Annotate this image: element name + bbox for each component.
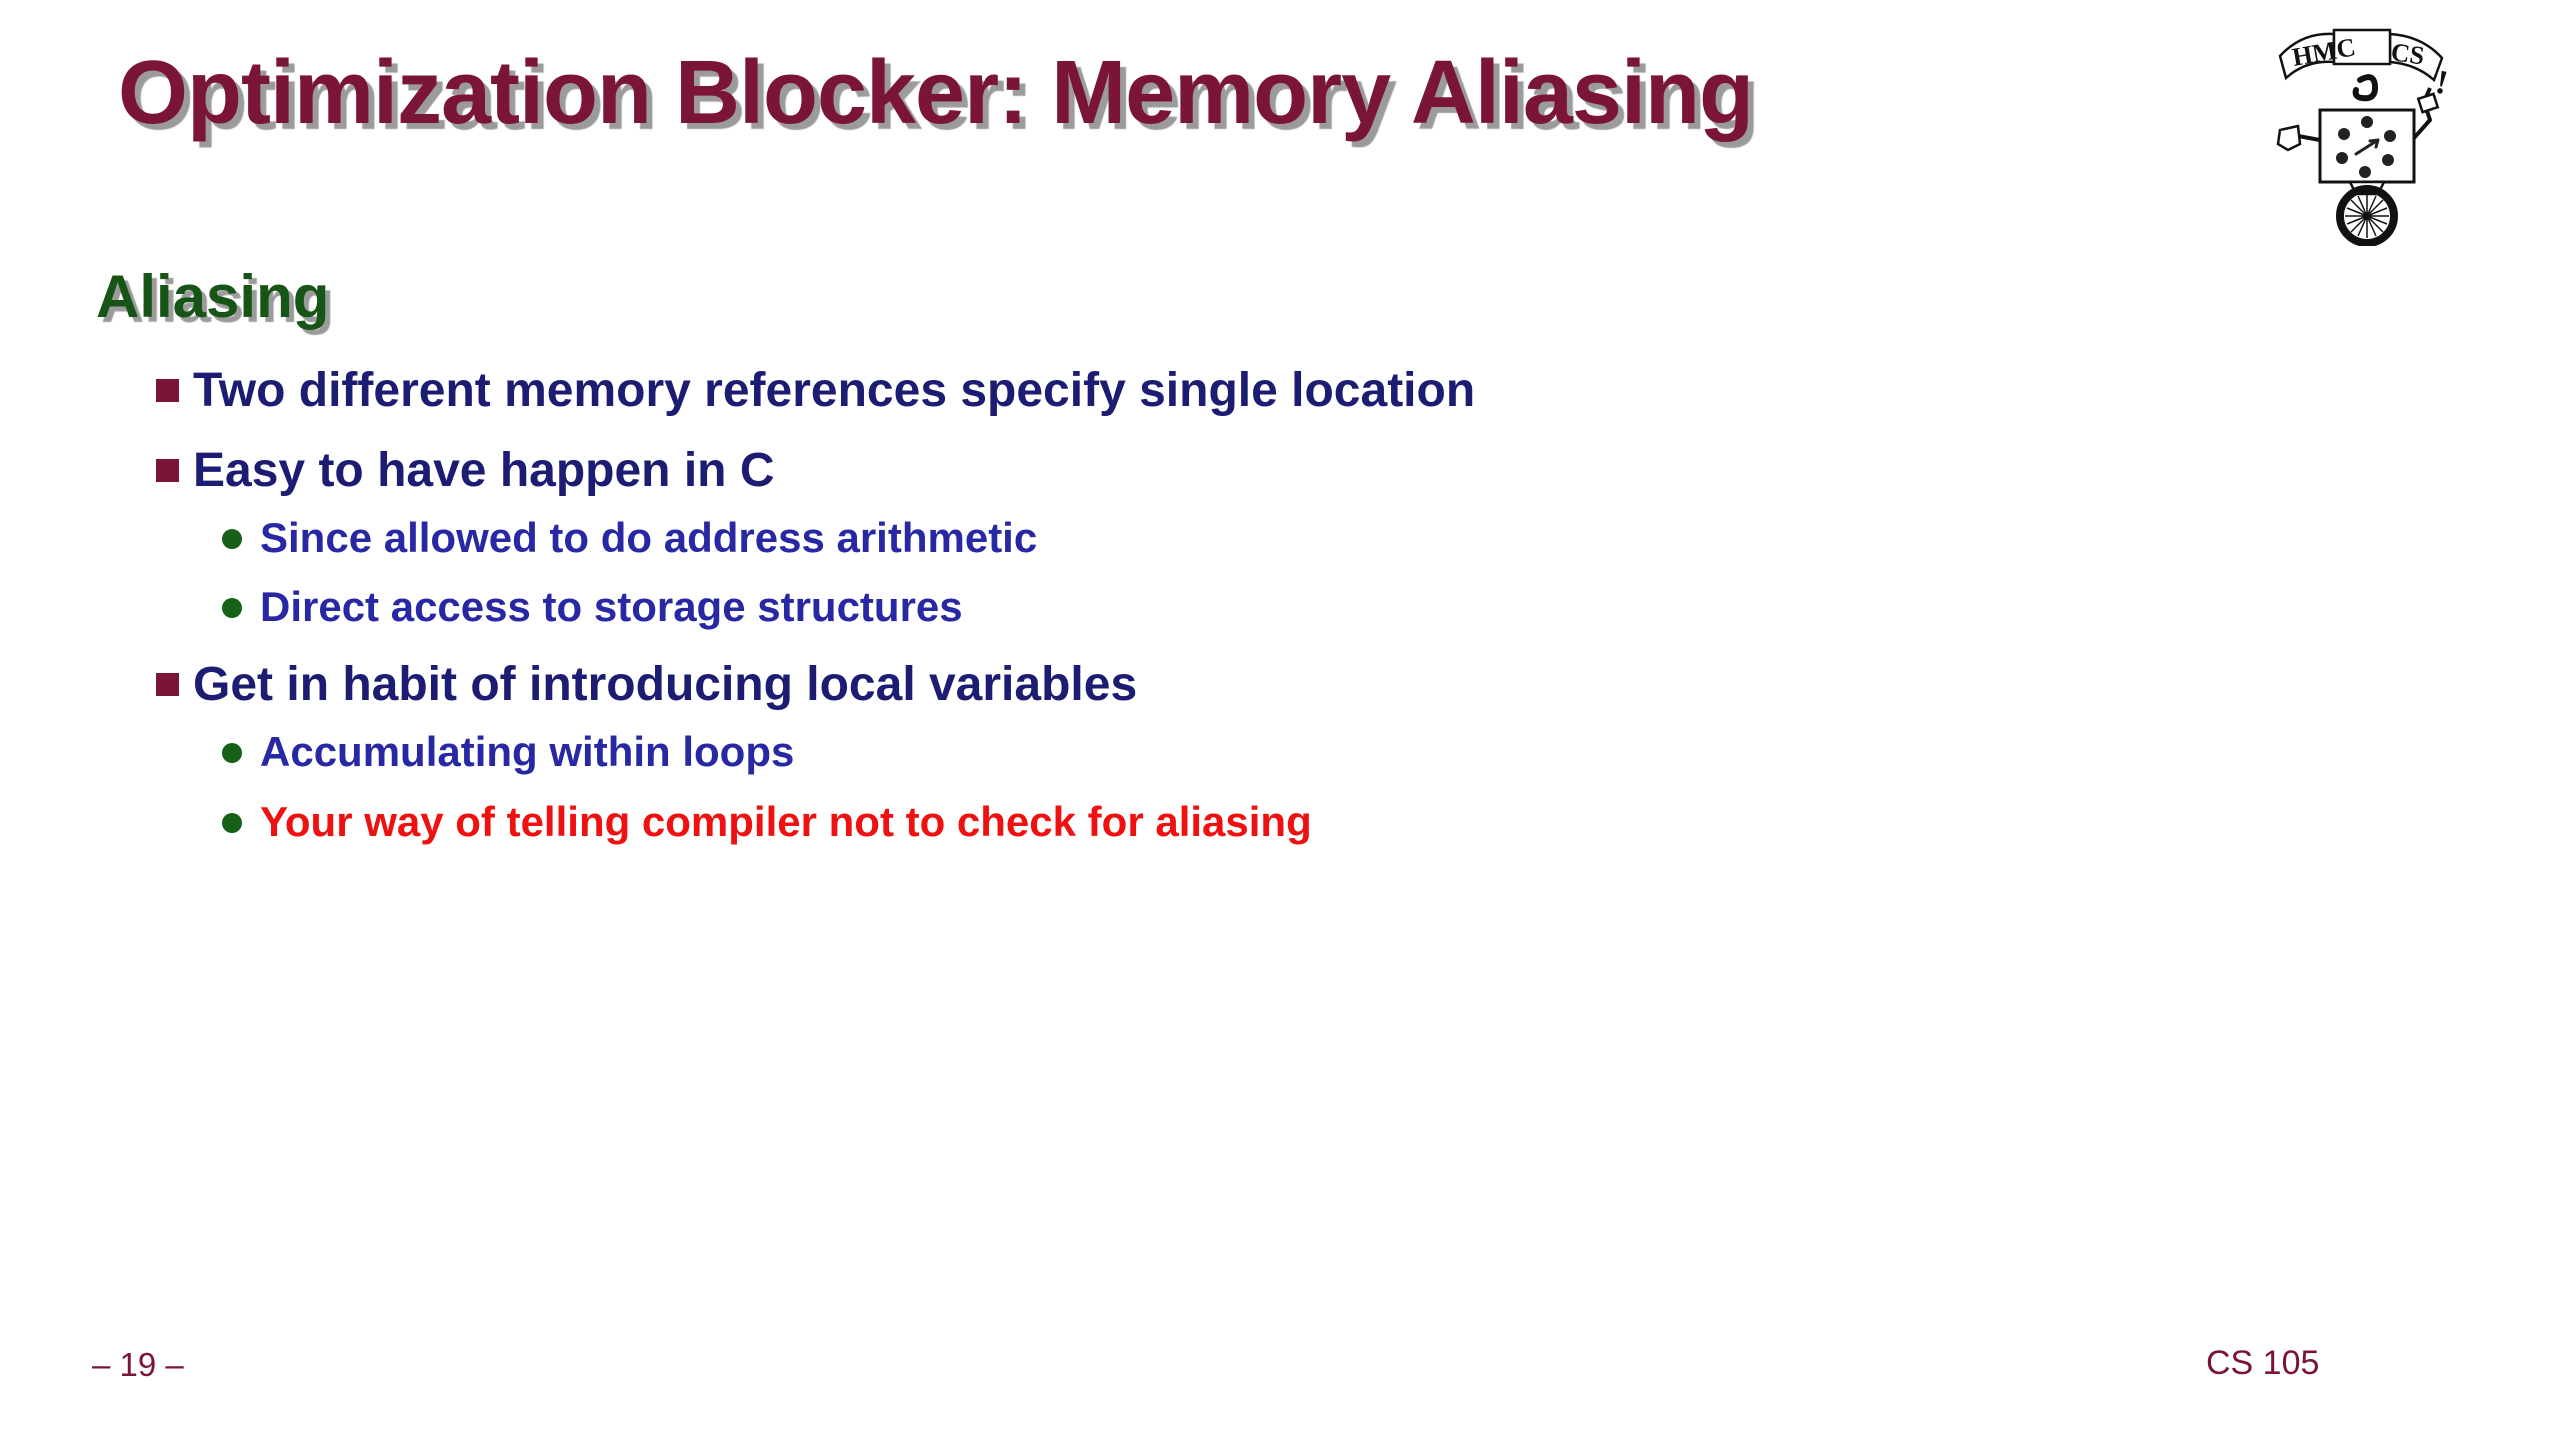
dot-bullet-icon [222, 743, 242, 763]
bullet-item: Get in habit of introducing local variab… [156, 658, 1138, 711]
sub-bullet-text: Direct access to storage structures [260, 583, 963, 630]
dot-bullet-icon [222, 598, 242, 618]
sub-bullet-text: Since allowed to do address arithmetic [260, 514, 1038, 561]
robot-unicycle-icon: HMC CS ! [2276, 28, 2451, 247]
hmc-cs-robot-logo: HMC CS ! [2272, 18, 2456, 247]
bullet-text: Easy to have happen in C [193, 444, 775, 497]
bullet-text: Two different memory references specify … [193, 364, 1476, 417]
bullet-text: Get in habit of introducing local variab… [193, 658, 1138, 711]
sub-bullet-text: Accumulating within loops [260, 728, 795, 775]
bullet-item: Two different memory references specify … [156, 364, 1476, 417]
square-bullet-icon [156, 673, 179, 696]
slide-title: Optimization Blocker: Memory Aliasing [118, 43, 1754, 143]
logo-banner-right-text: CS [2389, 37, 2426, 70]
sub-bullet-item: Since allowed to do address arithmetic [222, 514, 1038, 561]
sub-bullet-item: Your way of telling compiler not to chec… [222, 798, 1312, 845]
section-heading: Aliasing [96, 263, 330, 330]
sub-bullet-text: Your way of telling compiler not to chec… [260, 798, 1312, 845]
square-bullet-icon [156, 459, 179, 482]
square-bullet-icon [156, 379, 179, 402]
logo-banner-left-text: HMC [2290, 32, 2358, 72]
sub-bullet-item: Direct access to storage structures [222, 583, 963, 630]
dot-bullet-icon [222, 529, 242, 549]
page-number: – 19 – [92, 1346, 184, 1383]
dot-bullet-icon [222, 813, 242, 833]
course-label: CS 105 [2206, 1344, 2320, 1382]
bullet-item: Easy to have happen in C [156, 444, 775, 497]
sub-bullet-item: Accumulating within loops [222, 728, 795, 775]
